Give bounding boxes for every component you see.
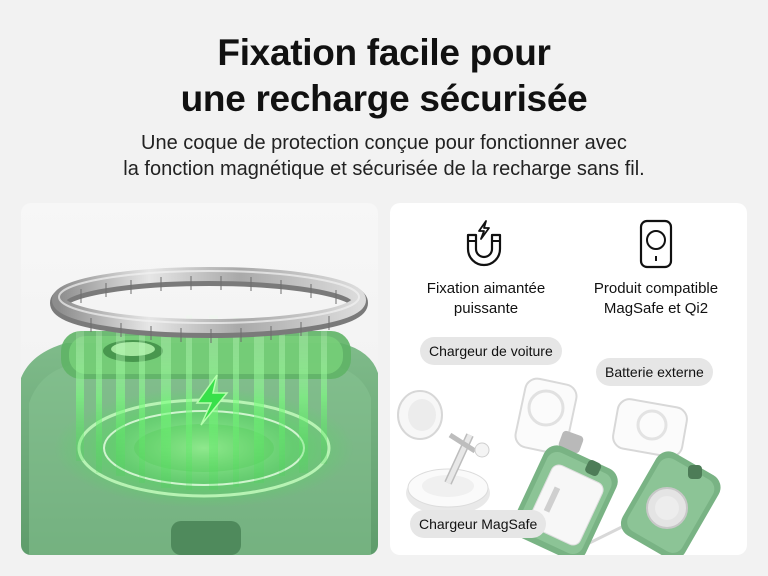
green-phone-with-puck-shape bbox=[620, 451, 721, 555]
pill-car-charger: Chargeur de voiture bbox=[420, 337, 562, 365]
hero-title-line-1: Fixation facile pour bbox=[217, 32, 551, 73]
magnetic-ring-illustration-panel bbox=[21, 203, 378, 555]
feature-compatible-line-1: Produit compatible bbox=[593, 280, 719, 297]
hero-title-line-2: une recharge sécurisée bbox=[180, 78, 588, 119]
magnetic-ring-shape bbox=[50, 267, 368, 343]
phone-ring-icon bbox=[639, 219, 673, 269]
hero-subtitle-line-2: la fonction magnétique et sécurisée de l… bbox=[123, 158, 645, 180]
feature-compatible-line-2: MagSafe et Qi2 bbox=[603, 300, 709, 317]
pill-magsafe-charger: Chargeur MagSafe bbox=[410, 510, 547, 538]
hero-subtitle: Une coque de protection conçue pour fonc… bbox=[0, 130, 768, 182]
magnet-bolt-icon bbox=[466, 220, 502, 267]
hero-subtitle-line-1: Une coque de protection conçue pour fonc… bbox=[141, 132, 627, 154]
lightning-bolt-icon bbox=[195, 374, 229, 426]
magsafe-stand-charger-shape bbox=[397, 390, 490, 515]
hero-title: Fixation facile pour une recharge sécuri… bbox=[0, 30, 768, 122]
feature-magnetic-label: Fixation aimantée puissante bbox=[406, 279, 566, 319]
magnetic-ring-illustration bbox=[21, 267, 378, 555]
feature-compatible-label: Produit compatible MagSafe et Qi2 bbox=[576, 279, 736, 319]
pill-external-battery: Batterie externe bbox=[596, 358, 713, 386]
car-charger-shape bbox=[514, 377, 584, 455]
compatibility-panel: Fixation aimantée puissante Produit comp… bbox=[390, 203, 747, 555]
feature-magnetic-line-2: puissante bbox=[453, 300, 519, 317]
feature-magnetic-line-1: Fixation aimantée bbox=[426, 280, 546, 297]
external-battery-shape bbox=[612, 398, 688, 458]
